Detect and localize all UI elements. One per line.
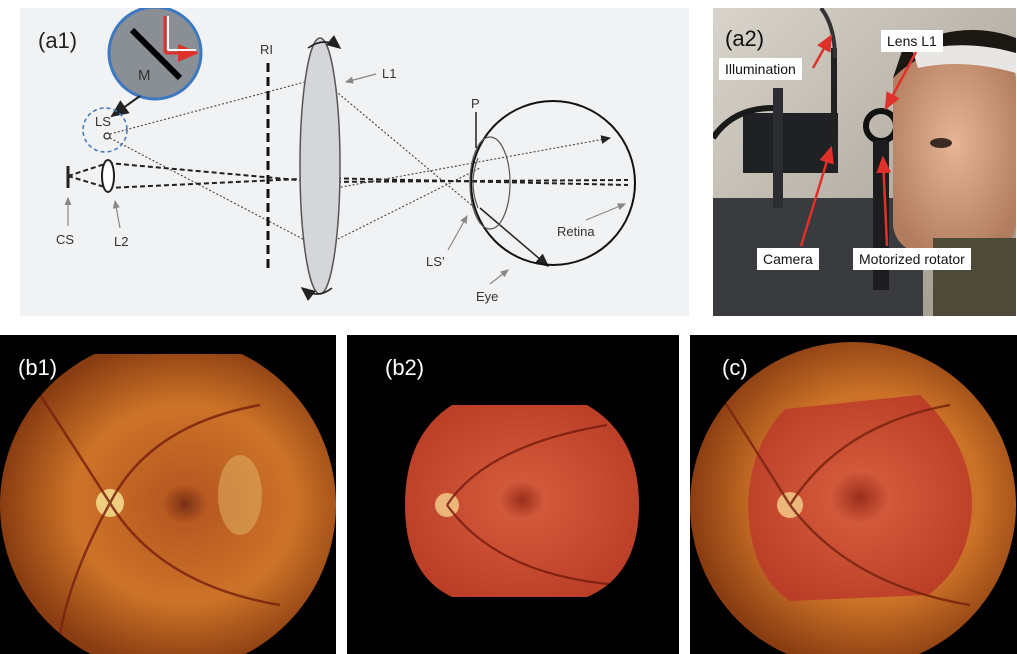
fundus-image-b1: (b1)	[0, 335, 336, 654]
mirror-label: M	[138, 67, 151, 84]
prototype-photo-panel: (a2) Illumination Lens L1 Camera Motoriz…	[713, 8, 1016, 316]
retina-label: Retina	[557, 224, 595, 239]
retina-pointer	[586, 204, 625, 220]
inset-pointer-arrow	[112, 96, 140, 116]
optical-schematic: (a1) M LS	[20, 8, 689, 316]
motorized-rotator-callout: Motorized rotator	[853, 248, 971, 270]
panel-label-c: (c)	[722, 355, 748, 380]
eye-label: Eye	[476, 289, 498, 304]
illumination-rays	[110, 78, 480, 248]
ls-prime-pointer	[448, 216, 467, 250]
ls-prime-label: LS’	[426, 254, 445, 269]
illumination-callout: Illumination	[719, 58, 802, 80]
panel-label-a1: (a1)	[38, 28, 77, 53]
fundus-image-panel-c: (c)	[690, 335, 1017, 654]
lens-l2-label: L2	[114, 234, 128, 249]
ri-label: RI	[260, 42, 273, 57]
fundus-image-c: (c)	[690, 335, 1017, 654]
lens-l2	[102, 160, 114, 192]
camera-callout: Camera	[757, 248, 819, 270]
panel-label-b1: (b1)	[18, 355, 57, 380]
subject-face	[893, 53, 1016, 253]
fundus-image-b2: (b2)	[347, 335, 679, 654]
l1-pointer	[346, 74, 376, 82]
fundus-image-panel-b2: (b2)	[347, 335, 679, 654]
pupil-label: P	[471, 96, 480, 111]
camera-body	[743, 113, 838, 173]
light-source-icon	[104, 133, 110, 139]
fundus-image-panel-b1: (b1)	[0, 335, 336, 654]
mirror-inset: M	[109, 8, 201, 99]
light-source-label: LS	[95, 114, 111, 129]
lens-l1	[300, 38, 340, 294]
panel-label-b2: (b2)	[385, 355, 424, 380]
lens-l1-label: L1	[382, 66, 396, 81]
eye-pointer	[490, 270, 508, 284]
camera-sensor-label: CS	[56, 232, 74, 247]
lens-l1-callout: Lens L1	[881, 30, 943, 52]
optical-schematic-panel: (a1) M LS	[20, 8, 689, 316]
l2-pointer	[115, 201, 120, 228]
panel-label-a2: (a2)	[725, 26, 764, 51]
imaging-rays	[68, 163, 628, 188]
